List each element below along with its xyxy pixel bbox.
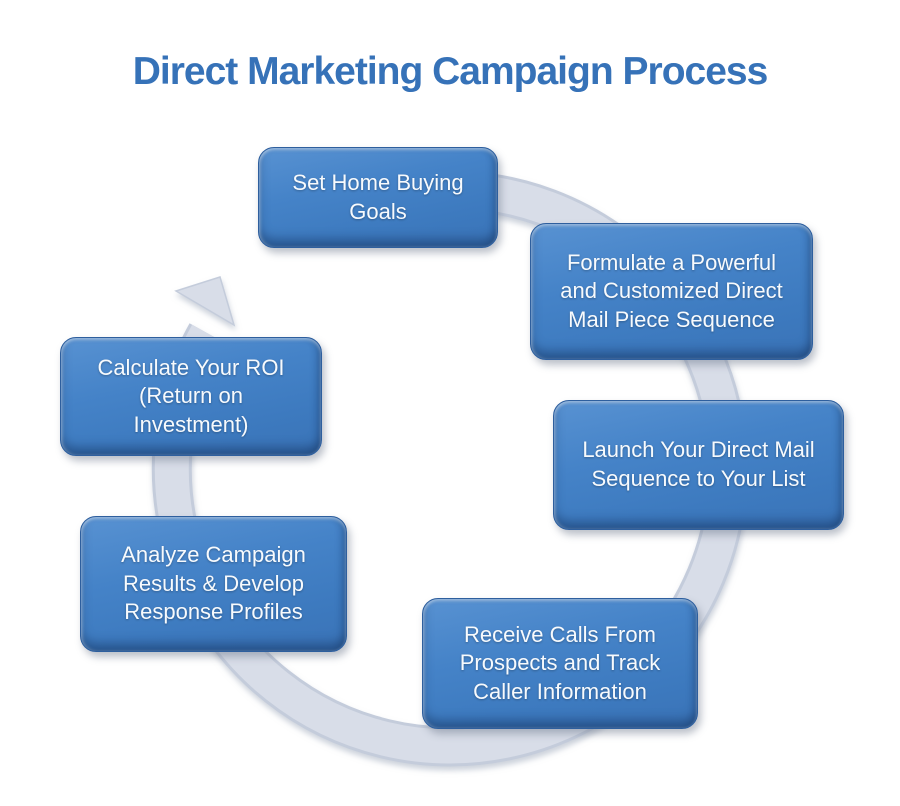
step-box-launch-sequence: Launch Your Direct Mail Sequence to Your… (553, 400, 844, 530)
step-label: Calculate Your ROI (Return on Investment… (97, 354, 285, 437)
step-box-calculate-roi: Calculate Your ROI (Return on Investment… (60, 337, 322, 456)
step-label: Launch Your Direct Mail Sequence to Your… (582, 437, 815, 491)
flow-arrowhead-icon (174, 276, 236, 327)
step-label: Analyze Campaign Results & Develop Respo… (121, 542, 306, 625)
step-box-receive-calls: Receive Calls From Prospects and Track C… (422, 598, 698, 729)
step-box-analyze-results: Analyze Campaign Results & Develop Respo… (80, 516, 347, 652)
step-label: Receive Calls From Prospects and Track C… (459, 621, 661, 704)
page-title: Direct Marketing Campaign Process (132, 50, 769, 93)
step-box-set-goals: Set Home Buying Goals (258, 147, 498, 248)
step-label: Formulate a Powerful and Customized Dire… (560, 249, 783, 332)
step-box-formulate-mail: Formulate a Powerful and Customized Dire… (530, 223, 813, 360)
step-label: Set Home Buying Goals (292, 169, 464, 224)
